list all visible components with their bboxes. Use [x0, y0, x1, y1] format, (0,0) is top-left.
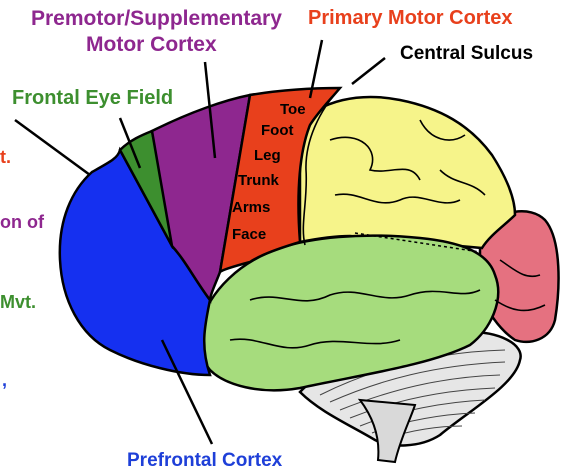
clipped-text-4: , [2, 370, 7, 391]
premotor-label-line2: Motor Cortex [86, 33, 217, 57]
body-map-trunk: Trunk [238, 172, 279, 189]
clipped-text-1: t. [0, 147, 11, 168]
central-sulcus-label: Central Sulcus [400, 43, 533, 65]
clipped-text-3: Mvt. [0, 292, 36, 313]
body-map-leg: Leg [254, 147, 281, 164]
central-sulcus-leader [352, 58, 385, 84]
body-map-face: Face [232, 226, 266, 243]
left-edge-leader [15, 120, 90, 175]
primary-motor-label: Primary Motor Cortex [308, 7, 513, 30]
parietal-lobe [300, 97, 515, 248]
clipped-text-2: on of [0, 212, 44, 233]
body-map-arms: Arms [232, 199, 270, 216]
premotor-label-line1: Premotor/Supplementary [31, 7, 282, 31]
body-map-toe: Toe [280, 101, 306, 118]
prefrontal-label: Prefrontal Cortex [127, 450, 282, 472]
frontal-eye-field-label: Frontal Eye Field [12, 87, 173, 110]
body-map-foot: Foot [261, 122, 293, 139]
